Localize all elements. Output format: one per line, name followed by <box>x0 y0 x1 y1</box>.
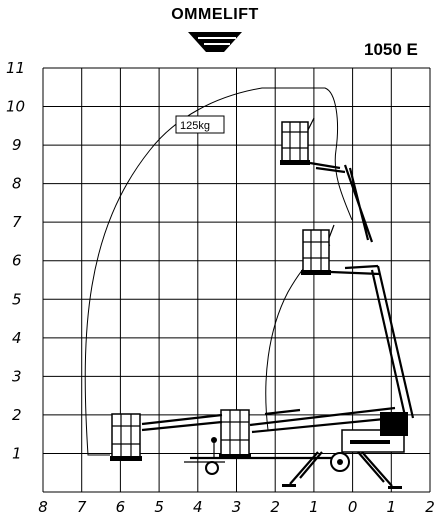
y-tick-label: 3 <box>12 367 22 385</box>
lift-machine-icon <box>184 412 408 489</box>
x-tick-label: 0 <box>348 498 358 516</box>
x-tick-label: 3 <box>232 498 242 516</box>
ommelift-logo-icon <box>188 32 242 52</box>
model-name: 1050 E <box>364 40 418 59</box>
y-tick-label: 7 <box>12 213 22 231</box>
y-tick-label: 5 <box>12 290 22 308</box>
y-tick-label: 2 <box>12 406 22 424</box>
boom-stowed <box>249 406 396 434</box>
load-label: 125kg <box>175 115 225 134</box>
basket-icon <box>219 409 251 459</box>
x-tick-label: 4 <box>193 498 203 516</box>
basket-icon <box>110 413 142 461</box>
x-tick-label: 6 <box>116 498 126 516</box>
x-axis-ticks: 8 7 6 5 4 3 2 1 0 1 2 <box>38 498 435 516</box>
y-tick-label: 1 <box>12 444 22 462</box>
y-axis-ticks: 1 2 3 4 5 6 7 8 9 10 11 <box>6 59 25 462</box>
y-tick-label: 11 <box>6 59 25 77</box>
x-tick-label: 1 <box>387 498 397 516</box>
y-tick-label: 10 <box>6 98 25 116</box>
x-tick-label: 2 <box>425 498 435 516</box>
y-tick-label: 8 <box>12 175 22 193</box>
x-tick-label: 8 <box>38 498 48 516</box>
y-tick-label: 9 <box>12 136 22 154</box>
x-tick-label: 5 <box>154 498 164 516</box>
brand-name: OMMELIFT <box>171 6 259 23</box>
working-envelope <box>84 87 353 456</box>
boom-top <box>309 161 374 243</box>
boom-mid <box>330 264 415 419</box>
y-tick-label: 4 <box>12 329 22 347</box>
x-tick-label: 1 <box>309 498 319 516</box>
basket-icon <box>280 117 315 165</box>
boom-extended <box>141 413 223 432</box>
y-tick-label: 6 <box>12 252 22 270</box>
x-tick-label: 7 <box>77 498 87 516</box>
basket-icon <box>301 224 335 275</box>
x-tick-label: 2 <box>270 498 280 516</box>
load-label-text: 125kg <box>180 120 210 132</box>
